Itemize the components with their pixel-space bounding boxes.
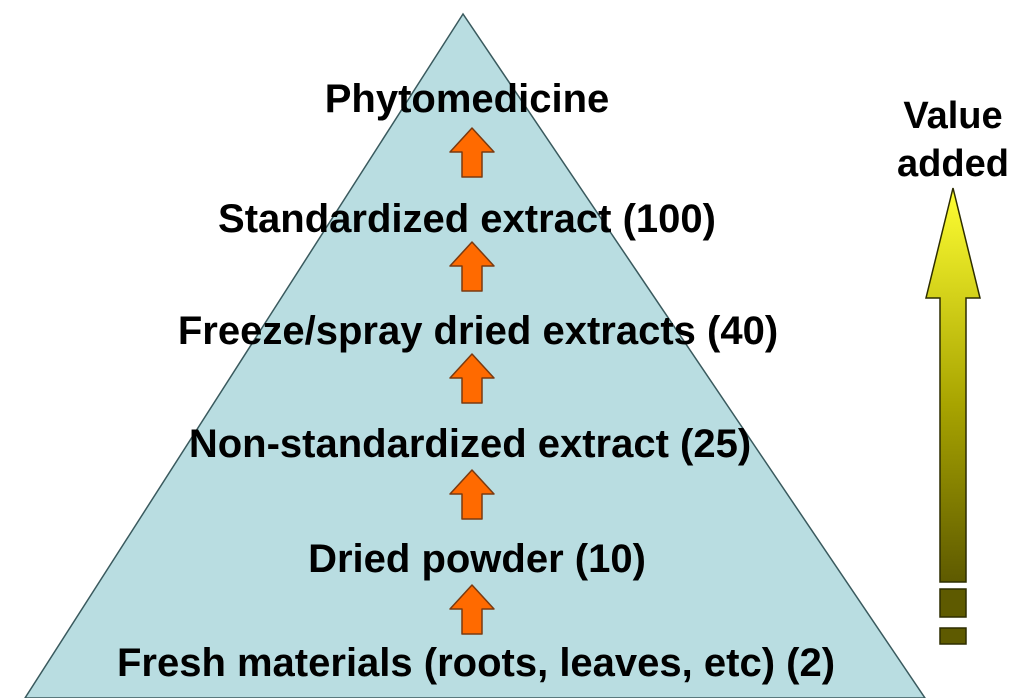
level-label-non-standardized-extract: Non-standardized extract (25) [189,422,751,466]
step-arrow-up-icon [449,353,495,404]
step-arrow-up-icon [449,469,495,520]
value-added-arrow-up-icon [925,187,981,583]
step-arrow-up-icon [449,584,495,635]
level-label-freeze-spray-dried-extracts: Freeze/spray dried extracts (40) [178,309,778,353]
value-added-label-line2: added [897,143,1009,185]
pyramid-shape [24,12,926,698]
level-label-dried-powder: Dried powder (10) [308,537,646,581]
level-label-fresh-materials: Fresh materials (roots, leaves, etc) (2) [117,641,835,685]
value-added-label-line1: Value [903,95,1002,137]
level-label-standardized-extract: Standardized extract (100) [218,197,716,241]
value-arrow-segment [939,627,967,645]
value-arrow-segment [939,588,967,618]
step-arrow-up-icon [449,127,495,178]
step-arrows-group [449,127,495,635]
title-phytomedicine: Phytomedicine [325,77,610,121]
step-arrow-up-icon [449,241,495,292]
